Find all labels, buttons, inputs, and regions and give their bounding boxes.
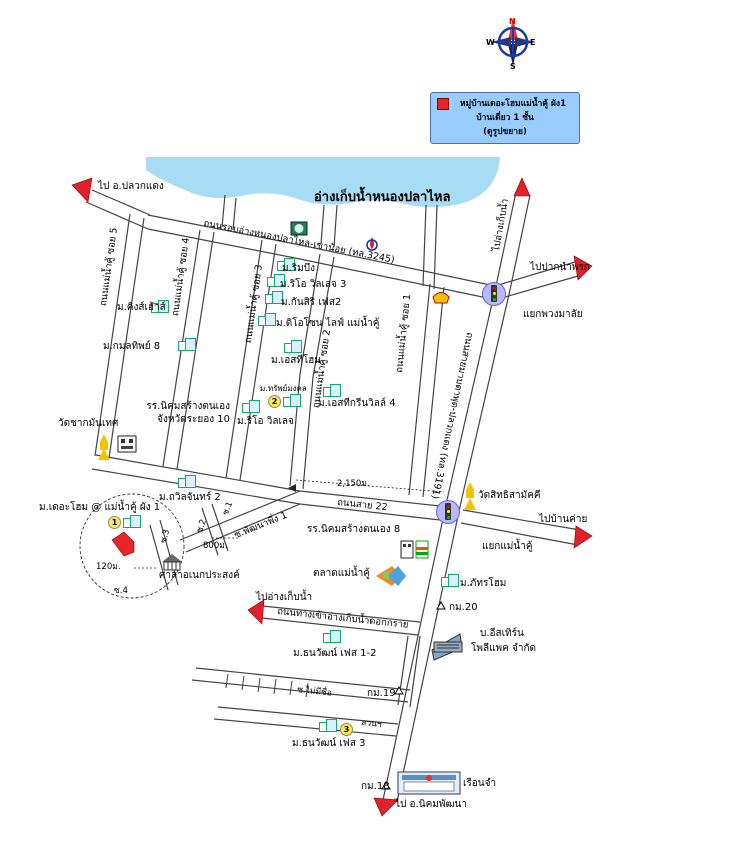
km-19: กม.19: [367, 688, 396, 699]
label-market: ตลาดแม่น้ำคู้: [313, 568, 370, 579]
compass-n: N: [509, 17, 516, 26]
legend-line1: หมู่บ้านเดอะโฮมแม่น้ำคู้ ผัง1: [460, 99, 566, 109]
traffic-light-maenamkhu: [436, 500, 460, 524]
label-poly: โพลีแพค จำกัด: [471, 643, 537, 654]
shell-icon: [432, 292, 450, 304]
village-icon-kavil: [177, 475, 196, 488]
dir-bankhai: ไปบ้านค่าย: [539, 514, 588, 525]
compass-rose: [491, 18, 535, 66]
junction-phuang: แยกพวงมาลัย: [523, 309, 583, 320]
market-icon: [376, 566, 406, 586]
distance-120: 120ม.: [96, 562, 121, 572]
school-icon-10: [117, 435, 137, 453]
lake-shape: [146, 157, 500, 207]
label-esthome: ม.เอสทีโฮม: [271, 355, 321, 366]
arrow-reservoir-left: [247, 599, 265, 625]
dir-nikhom: ไป อ.นิคมพัฒนา: [395, 799, 467, 810]
the-home-plot: [111, 531, 135, 557]
label-school8: รร.นิคมสร้างตนเอง 8: [307, 524, 401, 535]
village-icon-thehome: [122, 515, 141, 528]
marker-2: 2: [268, 395, 281, 408]
distance-2150: 2,150ม.: [337, 479, 370, 489]
dir-paknam: ไปปากนำพรก: [530, 262, 590, 273]
label-estgreen: ม.เอสทีกรีนวิลล์ 4: [318, 398, 396, 409]
village-icon-estgreen: [322, 384, 341, 397]
legend-line3: (ดูรูปขยาย): [483, 127, 527, 137]
village-icon-sabai: [282, 394, 301, 407]
arrow-nikhom: [373, 797, 399, 817]
legend-box: หมู่บ้านเดอะโฮมแม่น้ำคู้ ผัง1 บ้านเดี่ยว…: [430, 92, 580, 144]
label-sabai: ม.ทรัพย์มงคล: [260, 384, 307, 393]
junction-maenamkhu: แยกแม่น้ำคู้: [482, 541, 533, 552]
label-dioshone: ม.ดิโอโซน ไลฟ์ แม่น้ำคู้: [276, 318, 380, 329]
km-18: กม.18: [361, 781, 390, 792]
distance-800: 800ม.: [203, 541, 228, 551]
factory-icon: [431, 633, 463, 661]
village-icon-rimbueng: [276, 258, 295, 271]
label-prison: เรือนจำ: [463, 778, 497, 789]
village-icon-rio3: [266, 274, 285, 287]
dir-reservoir-left: ไปอ่างเก็บน้ำ: [256, 592, 313, 603]
arrow-plaukdaeng: [71, 177, 93, 203]
school-icon-8: [400, 540, 414, 559]
label-rimbueng: ม.ริมบึง: [282, 263, 315, 274]
label-tanawat12: ม.ธนวัฒน์ เฟส 1-2: [293, 648, 377, 659]
village-icon-tanawat12: [322, 630, 341, 643]
label-tanawat3: ม.ธนวัฒน์ เฟส 3: [292, 738, 366, 749]
compass-e: E: [530, 38, 536, 47]
village-icon-phatthra: [440, 574, 459, 587]
marker-3: 3: [340, 723, 353, 736]
label-kingsuk: ม.คิงส์เฮ้าส์: [117, 302, 166, 313]
traffic-light-phuang: [482, 282, 506, 306]
legend-swatch: [437, 98, 449, 110]
temple-icon-sit: [464, 482, 476, 510]
label-rio: ม.ริโอ วิลเลจ: [237, 416, 294, 427]
village-icon-tanawat3: [318, 719, 337, 732]
arrow-bankhai: [573, 525, 593, 549]
road-s4-label: ซ.4: [114, 586, 128, 596]
label-phatthrahome: ม.ภัทรโฮม: [460, 578, 507, 589]
village-icon-dioshone: [257, 313, 276, 326]
marker-1: 1: [108, 516, 121, 529]
label-wat-chak: วัดชากมันเทศ: [58, 418, 119, 429]
dir-plaukdaeng: ไป อ.ปลวกแดง: [98, 181, 164, 192]
compass-s: S: [510, 62, 516, 71]
prison-icon: [397, 771, 461, 795]
label-eastern: บ.อีสเทิร์น: [480, 628, 524, 639]
village-icon-kingsuk: [150, 300, 169, 313]
village-icon-kamonthip: [177, 338, 196, 351]
label-rio3: ม.ริโอ วิลเลจ 3: [280, 279, 347, 290]
arrow-paknam: [573, 255, 593, 281]
compass-w: W: [486, 38, 495, 47]
lake-label: อ่างเก็บน้ำหนองปลาไหล: [314, 190, 451, 205]
km-20: กม.20: [449, 602, 478, 613]
label-thehome: ม.เดอะโฮม @ แม่น้ำคู้ ผัง 1: [39, 502, 161, 513]
label-sala: ศาลาอเนกประสงค์: [159, 570, 240, 581]
village-icon-esthome: [283, 340, 302, 353]
label-kamonthip: ม.กมลทิพย์ 8: [103, 341, 161, 352]
legend-line2: บ้านเดี่ยว 1 ชั้น: [476, 113, 534, 123]
label-kunsiri: ม.กันสิริ เฟส2: [281, 297, 342, 308]
label-school10: รร.นิคมสร้างตนเอง จังหวัดระยอง 10: [146, 401, 230, 425]
village-icon-rio: [241, 400, 260, 413]
sala-icon: [162, 554, 182, 571]
label-watsit: วัดสิทธิสามัคคี: [478, 490, 541, 501]
arrow-reservoir-top: [513, 177, 531, 197]
temple-icon-chak: [98, 434, 110, 460]
road-suan-label: สวนฯ: [360, 717, 383, 731]
village-icon-kunsiri: [264, 291, 283, 304]
label-kavil: ม.ถวิลจันทร์ 2: [159, 492, 221, 503]
